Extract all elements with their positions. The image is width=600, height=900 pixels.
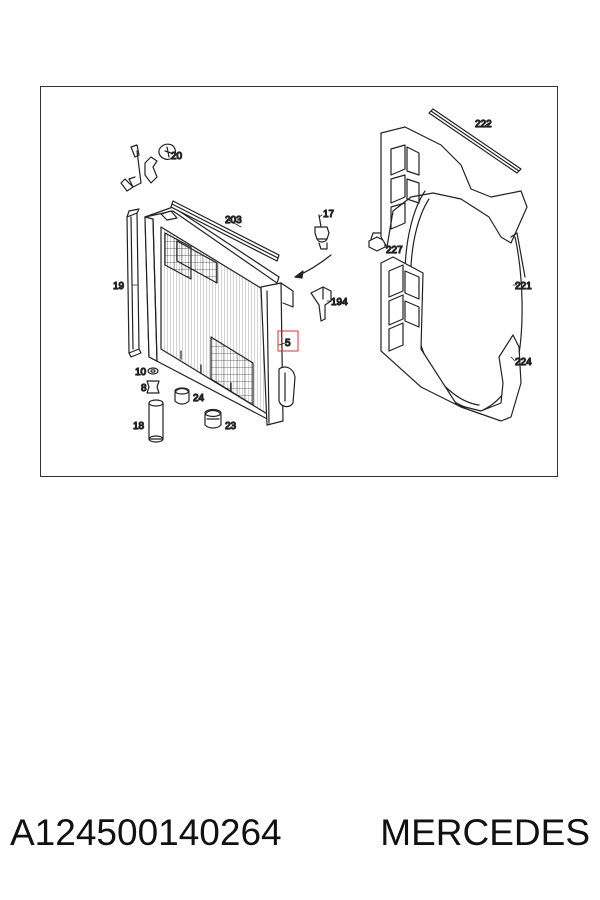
radiator-part-5	[144, 206, 332, 426]
mount-part-24	[174, 387, 190, 405]
callout-17: 17	[323, 209, 335, 220]
washer-part-10	[147, 367, 159, 375]
bracket-part-194	[310, 286, 332, 322]
callout-5: 5	[285, 338, 291, 349]
callout-10: 10	[135, 367, 147, 378]
brand-name: MERCEDES	[380, 812, 590, 853]
grommet-part-8	[146, 380, 160, 394]
callout-222: 222	[475, 119, 492, 130]
callout-221: 221	[515, 281, 532, 292]
callout-8: 8	[141, 383, 147, 394]
mount-part-23	[204, 408, 222, 429]
part-number: A124500140264	[10, 812, 282, 853]
bolt-part-17	[314, 214, 330, 250]
part-caption: A124500140264 MERCEDES	[10, 805, 590, 861]
callout-23: 23	[225, 421, 237, 432]
diagram-svg: 20 203 17 227 222 19 194 221 224 5 10 8 …	[112, 108, 533, 443]
callout-224: 224	[515, 357, 532, 368]
callout-5-highlight	[277, 330, 299, 352]
callout-24: 24	[193, 393, 205, 404]
callout-194: 194	[331, 297, 348, 308]
clip-part-20	[120, 143, 176, 192]
fan-shroud-upper-part-222	[380, 108, 528, 248]
seal-strip-part-19	[126, 208, 142, 358]
callout-19: 19	[113, 281, 125, 292]
fan-shroud-lower-part-224	[380, 256, 522, 422]
callout-227: 227	[386, 245, 403, 256]
callout-18: 18	[133, 421, 145, 432]
callout-20: 20	[171, 151, 183, 162]
callout-203: 203	[225, 215, 242, 226]
leader-lines	[132, 122, 518, 362]
parts-diagram: 20 203 17 227 222 19 194 221 224 5 10 8 …	[40, 86, 558, 477]
sleeve-part-18	[148, 399, 164, 443]
rubber-strip-part-203	[170, 200, 280, 262]
